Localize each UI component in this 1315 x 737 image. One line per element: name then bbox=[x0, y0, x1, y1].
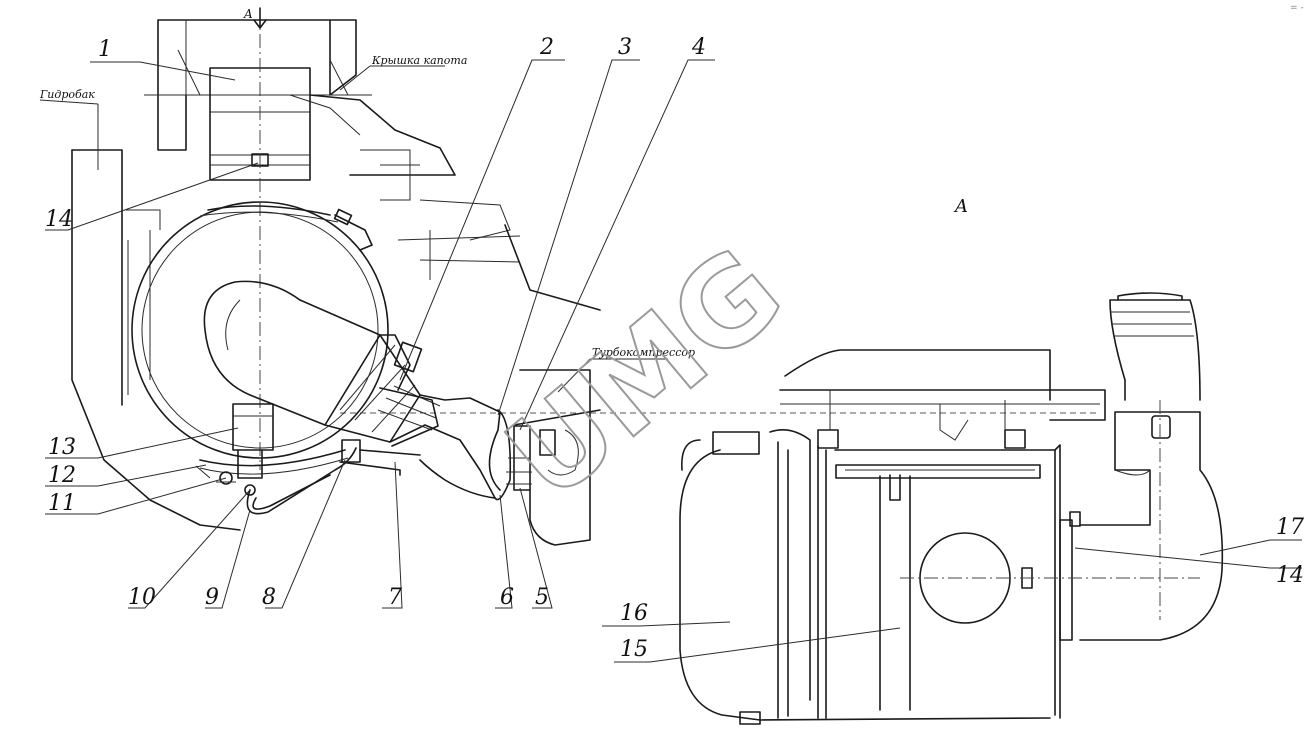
air-cleaner-housing bbox=[131, 201, 389, 459]
left-leaders bbox=[45, 59, 715, 609]
turbocharger-flange bbox=[494, 369, 601, 546]
right-leaders bbox=[602, 539, 1302, 663]
callout-2: 2 bbox=[539, 35, 554, 60]
callout-14-left: 14 bbox=[45, 207, 73, 232]
label-hood-cover-leader bbox=[339, 65, 371, 91]
callout-1: 1 bbox=[98, 37, 112, 62]
callout-7: 7 bbox=[388, 585, 402, 610]
callout-17: 17 bbox=[1276, 515, 1304, 540]
left-view: A bbox=[39, 7, 1100, 610]
callout-9: 9 bbox=[205, 585, 219, 610]
view-a-title: A bbox=[953, 196, 968, 217]
callout-4: 4 bbox=[691, 35, 706, 60]
corner-mark: = - bbox=[1290, 3, 1304, 13]
mounting-bracket bbox=[195, 208, 421, 515]
view-a-top-structure bbox=[779, 349, 1106, 441]
view-arrow-a: A bbox=[243, 7, 267, 29]
label-hydraulic-tank: Гидробак bbox=[39, 88, 95, 101]
callout-11: 11 bbox=[48, 491, 76, 516]
intake-pipe bbox=[209, 10, 311, 470]
view-arrow-label: A bbox=[243, 7, 253, 21]
right-view-a: A bbox=[602, 196, 1304, 725]
callout-8: 8 bbox=[262, 585, 276, 610]
label-turbocharger: Турбокомпрессор bbox=[592, 346, 695, 359]
body-frame-lines bbox=[127, 149, 1100, 414]
inner-outlet-elbow bbox=[203, 280, 381, 426]
callout-16: 16 bbox=[620, 601, 648, 626]
view-a-outlet-elbow bbox=[900, 292, 1224, 641]
outlet-hose bbox=[324, 334, 501, 499]
callout-14-right: 14 bbox=[1276, 563, 1304, 588]
callout-5: 5 bbox=[535, 585, 549, 610]
label-turbocharger-leader bbox=[557, 358, 591, 393]
hood-cover-structure bbox=[144, 19, 456, 176]
callout-10: 10 bbox=[128, 585, 156, 610]
callout-12: 12 bbox=[48, 463, 76, 488]
view-a-cleaner-body bbox=[679, 429, 1061, 725]
callout-3: 3 bbox=[618, 35, 632, 60]
callout-6: 6 bbox=[500, 585, 514, 610]
callout-15: 15 bbox=[620, 637, 648, 662]
label-hood-cover: Крышка капота bbox=[371, 54, 467, 67]
callout-13: 13 bbox=[48, 435, 76, 460]
